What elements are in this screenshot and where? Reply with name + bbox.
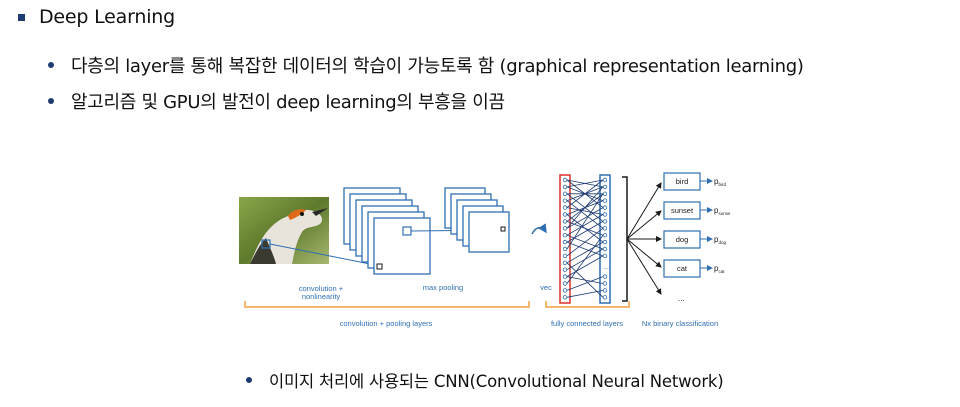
neuron-node <box>562 267 568 272</box>
neuron-node <box>602 212 608 217</box>
neuron-node <box>602 191 608 196</box>
neuron-node <box>602 184 608 190</box>
neuron-node <box>602 288 608 293</box>
fc-connection <box>566 207 604 229</box>
vec-label: vec <box>540 283 552 292</box>
neuron-node <box>562 253 568 259</box>
neuron-node <box>602 239 608 245</box>
fc-connection <box>566 179 604 208</box>
bullet-item: 알고리즘 및 GPU의 발전이 deep learning의 부흥을 이끔 <box>48 88 505 114</box>
conv-point-marker <box>376 263 383 270</box>
heading-bullet-item: Deep Learning <box>18 6 175 28</box>
input-bird-image <box>239 197 329 264</box>
neuron-node <box>602 232 608 238</box>
neuron-node <box>562 281 568 286</box>
fc-connection <box>566 241 604 257</box>
class-box: sunset <box>663 201 701 220</box>
bullet-dot-icon <box>48 98 54 104</box>
ellipsis-out-label: ... <box>678 294 685 303</box>
fc-connection <box>566 262 604 298</box>
square-bullet-icon <box>18 14 25 21</box>
bullet-dot-icon <box>246 377 252 383</box>
output-arrows <box>626 182 662 295</box>
cnn-diagram: ... bird sunset dog cat ... pbird psunse… <box>239 172 730 328</box>
conv-pool-bracket <box>244 301 530 308</box>
neuron-node <box>562 191 568 196</box>
class-label: dog <box>676 235 689 244</box>
neuron-node <box>562 239 568 245</box>
class-box: bird <box>663 172 701 191</box>
ellipsis-mid-label: ... <box>603 264 609 271</box>
neuron-node <box>562 232 568 238</box>
fc-connection <box>566 179 604 188</box>
fc-connection <box>566 276 604 291</box>
prob-arrows <box>700 178 713 271</box>
fc-connection <box>566 221 604 243</box>
fc-connection <box>566 234 604 284</box>
bullet-text: 알고리즘 및 GPU의 발전이 deep learning의 부흥을 이끔 <box>71 92 505 113</box>
fc-connection <box>566 207 604 215</box>
neuron-node <box>602 295 608 300</box>
neuron-node <box>602 198 608 203</box>
binary-classification-label: Nx binary classification <box>642 319 718 328</box>
conv-nonlinear-label: nonlinearity <box>302 292 341 301</box>
fc-connection <box>566 227 604 257</box>
class-box: cat <box>663 259 701 278</box>
class-label: sunset <box>671 206 694 215</box>
conv-nonlinear-label: convolution + <box>299 284 344 293</box>
fc-connection <box>566 255 604 277</box>
neuron-node <box>602 246 608 252</box>
neuron-nodes <box>562 177 608 300</box>
prob-label: psunset <box>714 206 730 216</box>
neuron-node <box>602 281 608 286</box>
max-pooling-label: max pooling <box>423 283 463 292</box>
neuron-node <box>602 219 608 224</box>
neuron-node <box>562 295 568 300</box>
caption-bullet-item: 이미지 처리에 사용되는 CNN(Convolutional Neural Ne… <box>246 368 724 392</box>
output-bracket <box>622 176 628 302</box>
neuron-node <box>562 212 568 217</box>
neuron-node <box>602 253 608 259</box>
class-box: dog <box>663 230 701 249</box>
caption-text: 이미지 처리에 사용되는 CNN(Convolutional Neural Ne… <box>269 372 724 391</box>
vec-column <box>559 174 571 304</box>
fc-layers-label: fully connected layers <box>551 319 623 328</box>
fc-connection <box>566 290 604 298</box>
neuron-node <box>562 246 568 252</box>
fc-connection <box>566 186 604 229</box>
neuron-node <box>562 274 568 279</box>
conv-pool-layers-label: convolution + pooling layers <box>340 319 433 328</box>
neuron-node <box>562 219 568 224</box>
prob-label: pcat <box>714 264 725 274</box>
prob-label: pdog <box>714 235 726 245</box>
neuron-node <box>562 205 568 210</box>
fc-connection <box>566 221 604 236</box>
neuron-node <box>602 226 608 231</box>
neuron-node <box>562 177 568 183</box>
fully-connected-lines <box>566 179 604 298</box>
fc-bracket <box>545 301 630 308</box>
neuron-node <box>562 288 568 293</box>
neuron-node <box>602 177 608 183</box>
neuron-node <box>562 226 568 231</box>
flatten-arrow-icon <box>531 223 547 235</box>
neuron-node <box>562 260 568 265</box>
class-label: bird <box>676 177 689 186</box>
neuron-node <box>602 274 608 279</box>
neuron-node <box>562 198 568 203</box>
neuron-node <box>602 205 608 210</box>
class-label: cat <box>677 264 688 273</box>
bullet-dot-icon <box>48 62 54 68</box>
bullet-text: 다층의 layer를 통해 복잡한 데이터의 학습이 가능토록 함 (graph… <box>71 56 804 77</box>
fc-connection <box>566 214 604 236</box>
pooled-feature-maps <box>444 187 510 253</box>
heading-text: Deep Learning <box>39 6 175 28</box>
prob-label: pbird <box>714 177 726 187</box>
neuron-node <box>562 184 568 190</box>
pool-point-marker <box>500 226 506 232</box>
fc-connection <box>566 193 604 250</box>
bullet-item: 다층의 layer를 통해 복잡한 데이터의 학습이 가능토록 함 (graph… <box>48 52 804 78</box>
fc-connection <box>566 241 604 264</box>
fc-connection <box>566 200 604 229</box>
